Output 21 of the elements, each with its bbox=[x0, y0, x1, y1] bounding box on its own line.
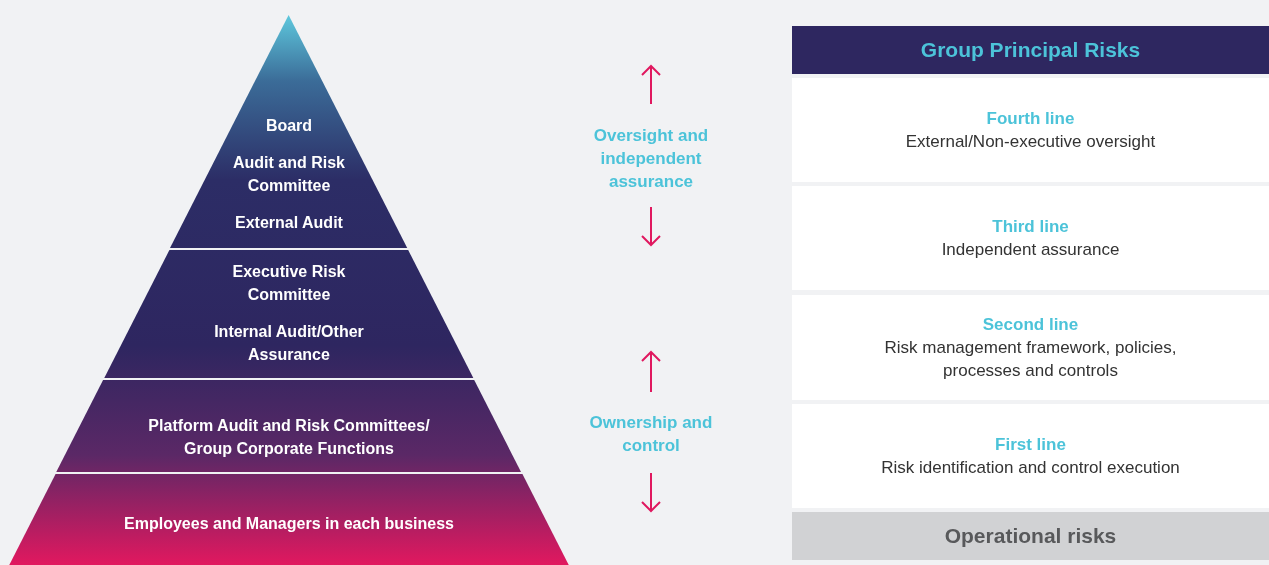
line-title: Fourth line bbox=[986, 108, 1075, 130]
tier-label: External Audit bbox=[235, 213, 343, 233]
line-title: Second line bbox=[982, 314, 1079, 336]
line-title: First line bbox=[995, 434, 1066, 456]
line-description: Risk identification and control execution bbox=[881, 457, 1180, 479]
tier-label: Board bbox=[265, 116, 313, 136]
panel-footer-title: Operational risks bbox=[944, 524, 1117, 548]
line-description: Risk management framework, policies, processes and controls bbox=[883, 337, 1178, 382]
side-label: Ownership and control bbox=[588, 412, 714, 457]
tier-label: Executive Risk Committee bbox=[231, 261, 347, 305]
tier-label: Audit and Risk Committee bbox=[231, 153, 346, 196]
panel-title: Group Principal Risks bbox=[920, 38, 1141, 62]
side-label: Oversight and independent assurance bbox=[592, 125, 710, 193]
tier-label: Platform Audit and Risk Committees/ Group Corporate Functions bbox=[147, 415, 431, 459]
header-bar bbox=[792, 26, 1269, 74]
line-description: External/Non-executive oversight bbox=[905, 131, 1156, 153]
tier-label: Employees and Managers in each business bbox=[124, 513, 454, 534]
line-title: Third line bbox=[992, 216, 1069, 238]
tier-label: Internal Audit/Other Assurance bbox=[213, 321, 365, 365]
line-description: Independent assurance bbox=[941, 239, 1120, 261]
footer-bar bbox=[792, 512, 1269, 560]
